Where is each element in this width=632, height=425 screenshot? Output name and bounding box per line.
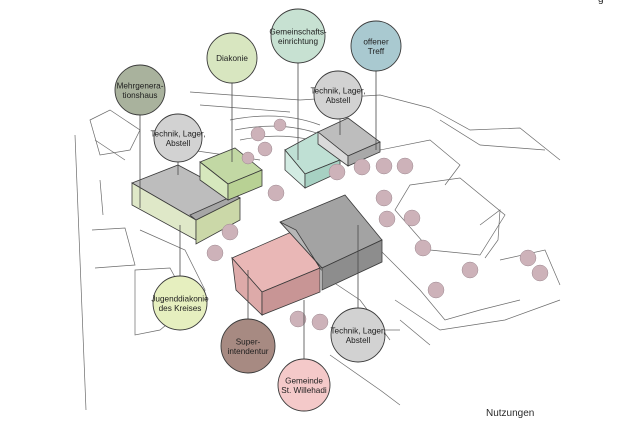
- label-circle: [206, 32, 258, 84]
- label-text: Diakonie: [216, 54, 248, 63]
- label-text: Gemeinschafts-: [269, 27, 327, 36]
- label-text: Super-: [236, 337, 261, 346]
- label-text: Mehrgenera-: [117, 81, 164, 90]
- label-circle: [350, 20, 402, 72]
- tree: [267, 184, 285, 202]
- label-text: einrichtung: [278, 37, 319, 46]
- corner-mark: g: [598, 0, 604, 5]
- label-text: St. Willehadi: [281, 386, 327, 395]
- tree: [311, 313, 329, 331]
- tree: [414, 239, 432, 257]
- label-text: intendentur: [228, 347, 269, 356]
- label-bubble-superintendentur: Super-intendentur: [220, 318, 276, 374]
- tree: [427, 281, 445, 299]
- trees: [206, 118, 549, 331]
- tree: [221, 223, 239, 241]
- label-circle: [114, 64, 166, 116]
- tree: [375, 157, 393, 175]
- label-circle: [270, 8, 326, 64]
- label-bubble-technik-lager-abstell-2: Technik, Lager,Abstell: [150, 113, 206, 163]
- tree: [375, 189, 393, 207]
- tree: [257, 141, 273, 157]
- tree: [396, 157, 414, 175]
- label-bubble-technik-lager-abstell-3: Technik, Lager,Abstell: [330, 307, 386, 363]
- label-text: Jugenddiakonie: [151, 294, 209, 303]
- tree: [206, 244, 224, 262]
- label-bubbles: Mehrgenera-tionshaus Diakonie Gemeinschaft…: [114, 8, 402, 412]
- label-bubble-technik-lager-abstell-1: Technik, Lager,Abstell: [310, 70, 366, 120]
- label-bubble-diakonie: Diakonie: [206, 32, 258, 84]
- label-text: des Kreises: [159, 304, 202, 313]
- tree: [531, 264, 549, 282]
- label-text: tionshaus: [122, 91, 157, 100]
- label-bubble-mehrgenerationshaus: Mehrgenera-tionshaus: [114, 64, 166, 116]
- label-text: Abstell: [326, 96, 351, 105]
- diagram-caption: Nutzungen: [486, 408, 534, 419]
- buildings: [131, 117, 383, 316]
- label-text: Abstell: [166, 139, 191, 148]
- label-text: Technik, Lager,: [150, 129, 205, 138]
- tree: [250, 126, 266, 142]
- tree: [378, 210, 396, 228]
- label-text: Treff: [368, 47, 385, 56]
- label-circle: [152, 275, 208, 331]
- label-circle: [277, 358, 331, 412]
- label-text: Technik, Lager,: [330, 326, 385, 335]
- label-bubble-gemeinschaftseinrichtung: Gemeinschafts-einrichtung: [269, 8, 327, 64]
- tree: [328, 163, 346, 181]
- label-text: offener: [363, 37, 389, 46]
- tree: [273, 118, 287, 132]
- leader-lines: [139, 63, 377, 360]
- label-circle: [153, 113, 203, 163]
- tree: [461, 261, 479, 279]
- label-text: Gemeinde: [285, 376, 323, 385]
- label-circle: [220, 318, 276, 374]
- tree: [241, 151, 255, 165]
- tree: [519, 249, 537, 267]
- label-circle: [313, 70, 363, 120]
- label-text: Technik, Lager,: [310, 86, 365, 95]
- tree: [289, 310, 307, 328]
- label-text: Abstell: [346, 336, 371, 345]
- tree: [353, 158, 371, 176]
- tree: [403, 209, 421, 227]
- label-circle: [330, 307, 386, 363]
